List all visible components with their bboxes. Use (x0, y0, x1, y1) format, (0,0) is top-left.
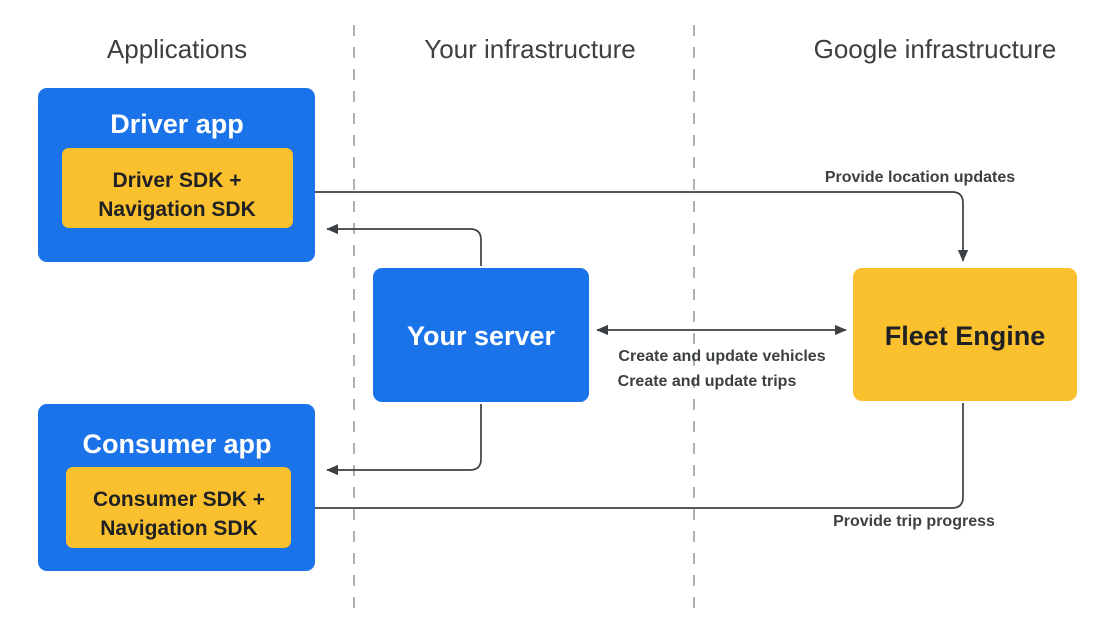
zone-label-your-infrastructure: Your infrastructure (424, 34, 635, 64)
fleet-engine-title: Fleet Engine (885, 321, 1046, 351)
connection-provide-trip-progress (302, 403, 964, 514)
driver-sdk-label-line1: Driver SDK + (113, 169, 242, 192)
node-consumer-app[interactable]: Consumer app Consumer SDK + Navigation S… (38, 404, 315, 571)
driver-sdk-box[interactable] (62, 148, 293, 228)
zone-label-google-infrastructure: Google infrastructure (814, 34, 1057, 64)
connections (293, 191, 969, 514)
node-driver-app[interactable]: Driver app Driver SDK + Navigation SDK (38, 88, 315, 262)
connection-labels: Provide location updates Create and upda… (618, 169, 1016, 530)
connection-your-server-to-driver-app (326, 223, 482, 266)
zone-labels: Applications Your infrastructure Google … (107, 34, 1057, 64)
node-your-server[interactable]: Your server (373, 268, 589, 402)
connection-your-server-to-consumer-app (326, 404, 482, 476)
your-server-title: Your server (407, 321, 556, 351)
fleet-engine-box[interactable] (853, 268, 1077, 401)
connection-provide-location-updates (293, 191, 969, 262)
label-provide-trip-progress: Provide trip progress (833, 513, 995, 530)
consumer-sdk-box[interactable] (66, 467, 291, 548)
consumer-sdk-label-line1: Consumer SDK + (93, 488, 265, 511)
label-create-and-update-trips: Create and update trips (618, 373, 797, 390)
label-provide-location-updates: Provide location updates (825, 169, 1015, 186)
node-fleet-engine[interactable]: Fleet Engine (853, 268, 1077, 401)
zone-dividers (353, 25, 695, 608)
driver-sdk-label-line2: Navigation SDK (98, 198, 256, 221)
consumer-app-title: Consumer app (82, 429, 271, 459)
driver-app-title: Driver app (110, 109, 244, 139)
zone-label-applications: Applications (107, 34, 247, 64)
consumer-sdk-label-line2: Navigation SDK (100, 517, 258, 540)
your-server-box[interactable] (373, 268, 589, 402)
label-create-and-update-vehicles: Create and update vehicles (618, 348, 825, 365)
